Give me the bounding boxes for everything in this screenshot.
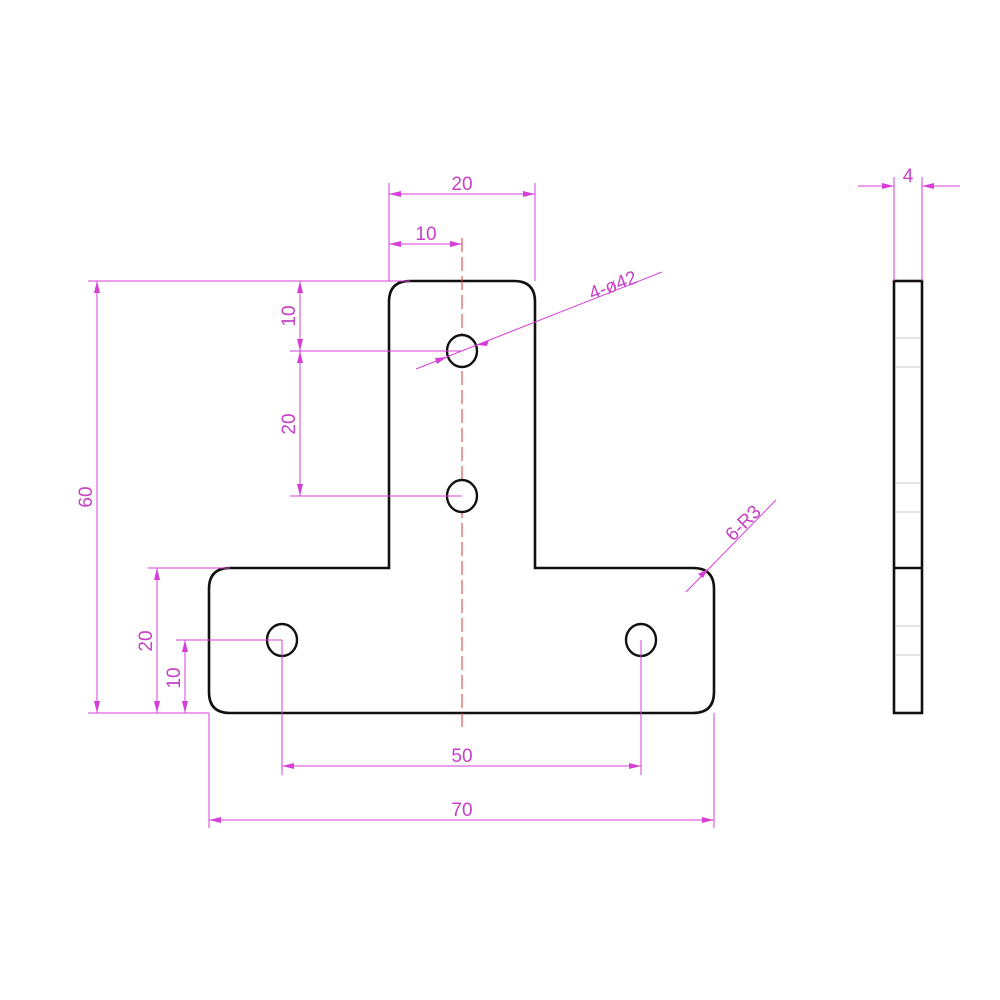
side-view-outline (892, 279, 924, 715)
base-hole-from-bottom-label: 10 (164, 667, 185, 688)
hole1-from-top-label: 10 (279, 305, 300, 326)
dim-hole-spacing-vertical: 20 (279, 351, 462, 497)
hole-spacing-vertical-label: 20 (279, 413, 300, 434)
side-view (892, 279, 924, 715)
dim-overall-height: 60 (76, 280, 410, 714)
dim-top-half: 10 (389, 224, 462, 247)
dim-base-hole-from-bottom: 10 (164, 639, 282, 713)
dim-hole1-from-top: 10 (279, 281, 462, 352)
base-height-label: 20 (136, 630, 157, 651)
t-plate-outline (207, 279, 716, 715)
overall-height-label: 60 (76, 486, 97, 507)
thickness-label: 4 (903, 166, 914, 187)
dim-overall-width: 70 (208, 713, 715, 828)
dim-hole-spacing-horizontal: 50 (281, 640, 642, 775)
dim-radius-callout: 6-R3 (685, 499, 777, 593)
radius-callout-label: 6-R3 (722, 502, 766, 546)
dim-top-width-label: 20 (451, 174, 472, 195)
dim-top-half-label: 10 (415, 224, 436, 245)
dim-base-height: 20 (136, 567, 230, 713)
dim-thickness: 4 (858, 166, 960, 281)
hole-spacing-horizontal-label: 50 (451, 746, 472, 767)
hole-callout-label: 4-ø42 (586, 267, 640, 304)
dim-top-width: 20 (388, 174, 536, 281)
overall-width-label: 70 (451, 800, 472, 821)
